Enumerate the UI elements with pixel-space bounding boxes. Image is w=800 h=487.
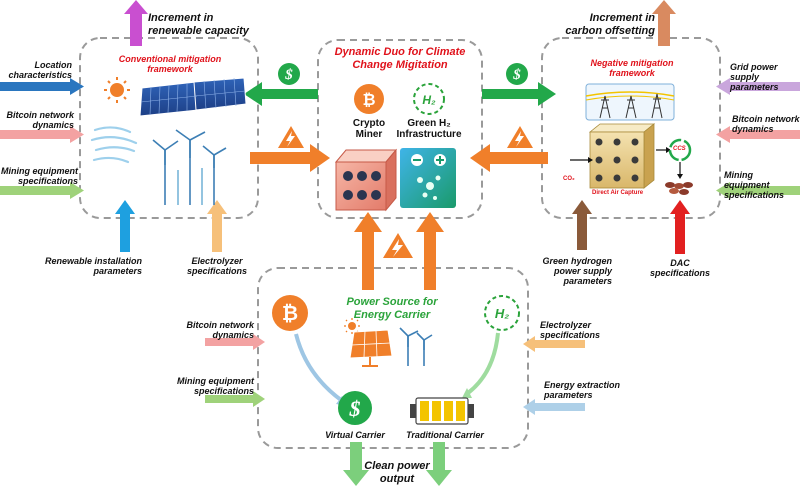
crypto-miner-icon — [334, 148, 398, 212]
right-bitcoin-label: Bitcoin network dynamics — [732, 114, 800, 134]
ccs-label: CCS — [673, 146, 686, 152]
renewable-install-label: Renewable installation parameters — [44, 256, 142, 276]
green-arrow-right — [482, 82, 556, 106]
dollar-icon: $ — [506, 63, 528, 85]
dollar-icon: $ — [278, 63, 300, 85]
renewable-install-arrow — [115, 200, 135, 252]
power-source-title: Power Source for Energy Carrier — [346, 296, 438, 321]
wind-gust-icon — [90, 126, 138, 164]
crypto-miner-label: Crypto Miner — [352, 118, 386, 140]
co2-label: CO₂ — [563, 176, 575, 182]
battery-icon — [410, 397, 474, 425]
negative-box — [541, 37, 721, 219]
lightning-icon — [507, 126, 533, 148]
bottom-bitcoin-label: Bitcoin network dynamics — [186, 320, 254, 340]
left-location-label: Location characteristics — [8, 60, 72, 80]
dynamic-duo-title: Dynamic Duo for Climate Change Migitatio… — [334, 46, 466, 71]
green-h2-infrastructure-icon — [400, 148, 456, 208]
svg-text:$: $ — [349, 396, 361, 421]
right-input-arrows — [716, 78, 800, 199]
traditional-carrier-label: Traditional Carrier — [406, 430, 484, 440]
power-source-box — [257, 267, 529, 449]
carbon-pellets-icon — [665, 182, 693, 195]
lightning-icon — [278, 126, 304, 148]
left-mining-label: Mining equipment specifications — [1, 166, 78, 186]
bitcoin-icon: ₿ — [354, 84, 384, 114]
h2-icon: H₂ — [484, 295, 520, 331]
svg-text:H₂: H₂ — [495, 306, 509, 321]
orange-arrow-up-right — [416, 212, 444, 290]
direct-air-capture-label: Direct Air Capture — [592, 190, 644, 196]
electrolyzer-arrow — [207, 200, 227, 252]
dynamic-duo-box — [317, 39, 483, 219]
negative-framework-title: Negative mitigation framework — [590, 58, 674, 78]
carbon-offsetting-label: Increment in carbon offsetting — [565, 12, 655, 37]
right-grid-label: Grid power supply parameters — [730, 62, 779, 92]
dac-spec-arrow — [670, 200, 690, 254]
conventional-framework-title: Conventional mitigation framework — [118, 54, 222, 74]
orange-arrow-from-conventional — [250, 144, 330, 172]
direct-air-capture-icon — [588, 123, 656, 189]
svg-text:H₂: H₂ — [422, 93, 436, 107]
wind-turbine-icon — [399, 327, 433, 366]
sun-icon — [104, 77, 130, 103]
bottom-mining-label: Mining equipment specifications — [177, 376, 254, 396]
lightning-icon — [383, 233, 413, 258]
h2-icon: H₂ — [413, 83, 445, 115]
green-arrow-left — [244, 82, 318, 106]
left-input-arrows — [0, 78, 84, 199]
co2-arrow — [570, 157, 593, 163]
bottom-electrolyzer-label: Electrolyzer specifications — [540, 320, 601, 340]
wind-turbines-icon — [152, 129, 227, 205]
renewable-capacity-label: Increment in renewable capacity — [148, 12, 249, 37]
bottom-left-input-arrows — [205, 334, 265, 407]
bottom-energy-label: Energy extraction parameters — [544, 380, 621, 400]
flow-curve-green — [462, 332, 500, 398]
svg-text:$: $ — [284, 67, 293, 83]
flow-curve-blue — [294, 333, 348, 406]
svg-text:$: $ — [512, 67, 521, 83]
clean-output-arrows — [343, 442, 452, 486]
ccs-icon — [656, 138, 692, 179]
bitcoin-icon: ₿ — [272, 295, 308, 331]
renewable-output-arrow — [124, 0, 148, 46]
green-h2-supply-arrow — [572, 200, 592, 250]
dac-spec-label: DAC specifications — [649, 258, 711, 278]
solar-panel-icon — [349, 329, 393, 367]
svg-text:₿: ₿ — [282, 301, 298, 325]
dollar-icon: $ — [338, 391, 372, 425]
clean-power-output-label: Clean power output — [364, 460, 430, 485]
right-mining-label: Mining equipment specifications — [724, 170, 785, 200]
left-bitcoin-label: Bitcoin network dynamics — [6, 110, 74, 130]
power-grid-icon — [585, 83, 675, 121]
svg-text:₿: ₿ — [362, 90, 375, 109]
electrolyzer-label: Electrolyzer specifications — [186, 256, 248, 276]
green-h2-supply-label: Green hydrogen power supply parameters — [542, 256, 612, 286]
solar-panels-icon — [139, 77, 247, 117]
bottom-right-input-arrows — [523, 336, 585, 415]
orange-arrow-up-left — [354, 212, 382, 290]
orange-arrow-from-negative — [470, 144, 548, 172]
virtual-carrier-label: Virtual Carrier — [325, 430, 385, 440]
carbon-output-arrow — [652, 0, 676, 46]
green-h2-label: Green H₂ Infrastructure — [396, 118, 462, 140]
conventional-box — [79, 37, 259, 219]
